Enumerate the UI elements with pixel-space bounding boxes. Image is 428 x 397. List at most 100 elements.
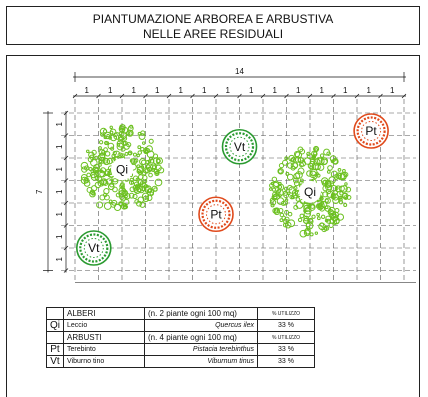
crown-leaf (309, 170, 317, 179)
dim-tick (213, 93, 219, 99)
crown-leaf (89, 189, 96, 195)
legend-alberi-density: (n. 2 piante ogni 100 mq) (144, 307, 258, 320)
crown-leaf (106, 157, 113, 165)
legend-pt-common: Terebinto (63, 343, 145, 356)
crown-leaf (346, 194, 352, 200)
crown-leaf (287, 219, 296, 228)
plant-code-label: Pt (365, 124, 377, 138)
crown-leaf (287, 211, 293, 217)
dim-tick (354, 93, 360, 99)
crown-leaf (148, 172, 153, 178)
shrub-inner-ring (361, 121, 382, 141)
legend-row-alberi: ALBERI (n. 2 piante ogni 100 mq) % UTILI… (46, 307, 315, 320)
crown-leaf (339, 191, 344, 196)
crown-leaf (293, 172, 301, 180)
crown-leaf (326, 170, 331, 174)
crown-leaf (106, 133, 110, 138)
crown-leaf (287, 184, 293, 191)
crown-leaf (319, 222, 325, 227)
crown-leaf (324, 197, 331, 204)
crown-leaf (86, 172, 91, 178)
crown-leaf (328, 222, 334, 228)
crown-leaf (97, 169, 105, 178)
crown-leaf (320, 214, 326, 219)
crown-leaf (276, 197, 285, 205)
plant-code-label: Qi (116, 162, 128, 176)
dim-tick (378, 93, 383, 99)
shrub-outline (76, 230, 112, 266)
crown-leaf (306, 170, 313, 177)
shrub-inner-ring (206, 204, 226, 225)
crown-leaf (344, 182, 348, 186)
dim-tick (96, 93, 101, 99)
crown-leaf (122, 136, 128, 141)
crown-leaf (271, 187, 277, 192)
legend-pt-latin: Pistacia terebinthus (144, 343, 258, 356)
crown-leaf (320, 157, 329, 165)
crown-leaf (129, 177, 134, 182)
crown-leaf (335, 172, 342, 180)
crown-leaf (286, 173, 294, 181)
shrub-outline (221, 128, 258, 165)
crown-leaf (156, 158, 161, 164)
crown-leaf (284, 198, 289, 202)
crown-leaf (290, 162, 298, 170)
crown-leaf (137, 165, 145, 174)
crown-leaf (276, 188, 284, 197)
shrub-inner-ring (83, 238, 104, 258)
crown-leaf (111, 199, 118, 206)
crown-leaf (102, 158, 111, 166)
dim-label-module-vertical: 1 (55, 144, 64, 149)
crown-leaf (103, 192, 108, 198)
crown-leaf (328, 176, 336, 184)
crown-leaf (339, 173, 347, 181)
dim-tick (331, 93, 336, 99)
crown-leaf (330, 193, 337, 200)
crown-leaf (94, 155, 99, 160)
crown-leaf (140, 130, 146, 136)
crown-leaf (153, 187, 158, 192)
dim-tick (143, 93, 148, 99)
crown-leaf (297, 157, 304, 164)
crown-leaf (285, 171, 290, 176)
dim-tick (237, 93, 242, 99)
shrub-foliage-ring (79, 233, 109, 263)
crown-leaf (332, 215, 339, 222)
crown-leaf (84, 177, 89, 182)
crown-leaf (139, 201, 146, 208)
crown-leaf (272, 194, 278, 200)
legend-row-arbusti: ARBUSTI (n. 4 piante ogni 100 mq) % UTIL… (46, 331, 315, 344)
legend-row-pt: Pt Terebinto Pistacia terebinthus 33 % (46, 343, 315, 356)
crown-leaf (102, 179, 109, 186)
crown-leaf (326, 151, 331, 156)
crown-leaf (144, 167, 151, 174)
crown-leaf (297, 167, 305, 175)
crown-leaf (155, 171, 159, 175)
crown-leaf (343, 203, 348, 207)
crown-leaf (311, 154, 316, 159)
dim-tick (63, 178, 69, 183)
crown-leaf (149, 191, 154, 196)
crown-leaf (97, 179, 105, 187)
crown-leaf (338, 197, 343, 202)
crown-leaf (282, 159, 289, 166)
dim-tick (72, 93, 78, 99)
dim-label-module: 1 (226, 86, 231, 95)
dim-tick (401, 93, 407, 99)
crown-leaf (98, 140, 104, 145)
crown-leaf (292, 177, 299, 184)
crown-leaf (277, 167, 284, 175)
crown-leaf (93, 164, 101, 171)
crown-leaf (284, 156, 289, 161)
crown-leaf (134, 199, 140, 204)
crown-leaf (116, 142, 121, 147)
plant-code-label: Vt (88, 241, 100, 255)
crown-leaf (299, 178, 304, 183)
crown-leaf (345, 186, 352, 193)
dim-tick (63, 133, 69, 138)
crown-leaf (321, 180, 328, 187)
crown-leaf (115, 192, 121, 198)
dim-label-module: 1 (249, 86, 254, 95)
crown-leaf (309, 232, 314, 237)
